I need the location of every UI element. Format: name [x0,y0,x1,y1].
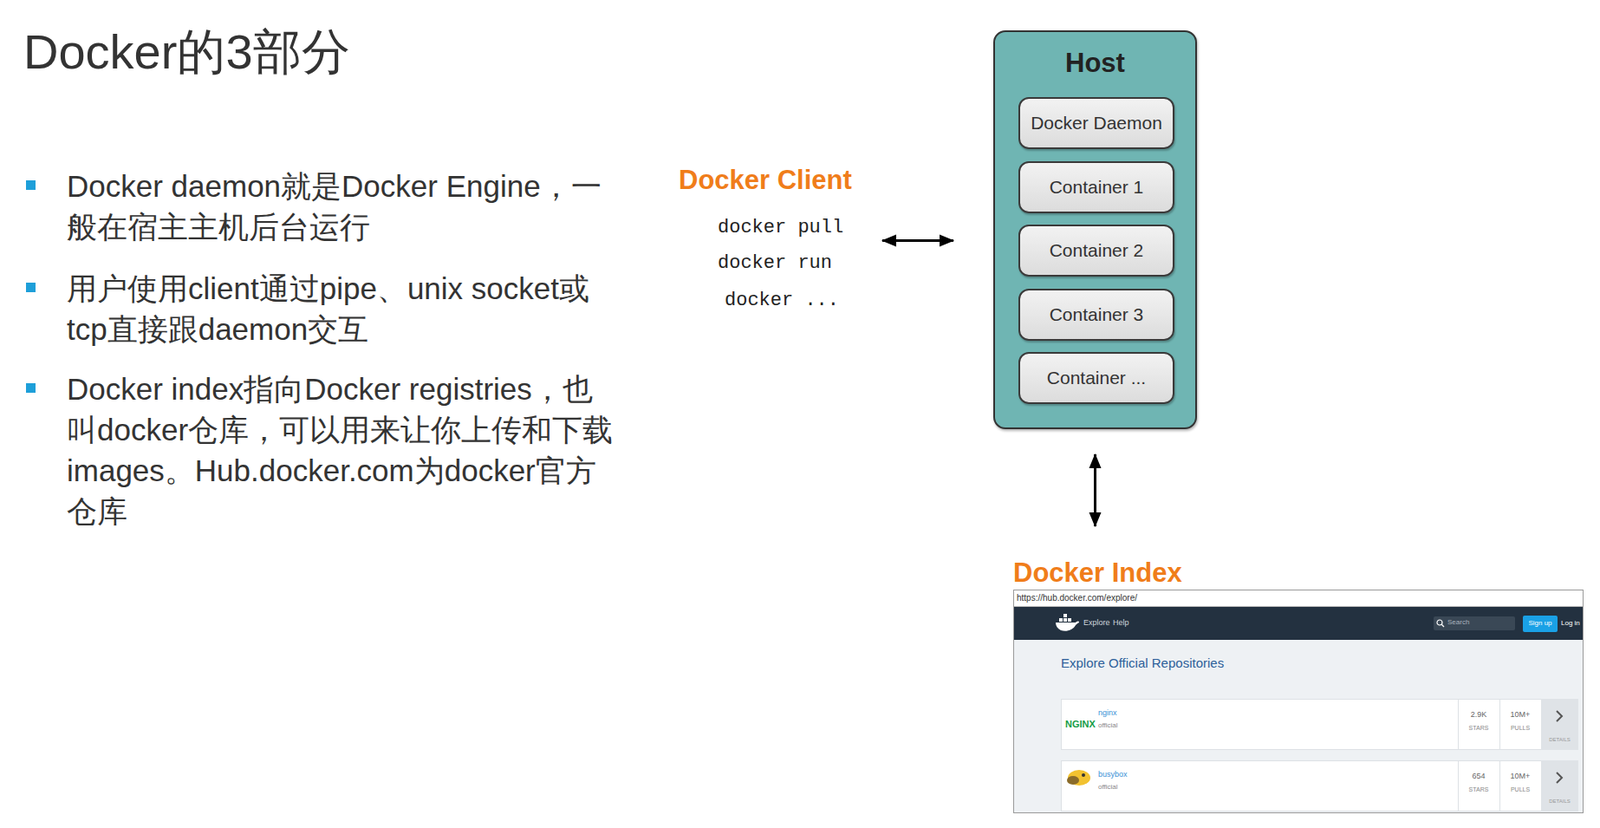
stat-value: 2.9K [1457,709,1500,719]
container-box: Container 3 [1018,288,1175,341]
card-divider [1499,760,1501,812]
repo-tag: official [1098,721,1119,729]
details-column [1541,760,1579,812]
container-box: Container ... [1018,351,1175,404]
node-label: Docker Daemon [1030,112,1163,134]
chevron-icon [1554,770,1564,785]
command-text: docker pull [717,216,844,239]
node-label: Container ... [1047,367,1146,389]
bullet-text: Docker index指向Docker registries，也叫docker… [66,368,622,532]
index-heading: Docker Index [1013,557,1183,589]
search-icon [1436,618,1445,628]
nav-link: Log in [1560,618,1581,627]
stat-caption: PULLS [1499,786,1542,794]
details-text: DETAILS [1541,736,1579,743]
nav-link: Explore [1083,617,1111,627]
details-text: DETAILS [1541,798,1579,805]
node-label: Container 3 [1049,304,1145,326]
details-column [1541,698,1579,750]
repo-name: nginx [1098,708,1118,717]
node-label: Container 1 [1049,176,1145,198]
page-heading: Explore Official Repositories [1060,655,1224,670]
container-box: Container 1 [1018,161,1175,214]
repo-logo-text: NGINX [1065,718,1096,730]
nav-link: Help [1112,617,1130,627]
node-label: Container 2 [1049,240,1145,261]
command-text: docker run [717,252,833,274]
container-box: Container 2 [1018,224,1175,277]
client-group: Docker Client docker pull docker run docker… [678,164,874,317]
stat-value: 10M+ [1499,709,1542,719]
repo-card [1060,760,1579,812]
busybox-logo [1064,766,1093,789]
stat-caption: STARS [1457,786,1500,794]
bullet-marker [26,180,36,190]
chevron-icon [1554,708,1564,723]
connector-arrow [882,239,954,242]
stat-value: 10M+ [1499,771,1542,781]
card-divider [1499,698,1501,750]
button-text: Sign up [1522,618,1558,627]
client-heading: Docker Client [678,164,853,196]
connector-arrow [1093,454,1097,527]
daemon-box: Docker Daemon [1018,97,1175,150]
card-divider [1457,698,1459,750]
host-heading: Host [995,47,1196,79]
card-divider [1457,760,1459,812]
command-text: docker ... [724,289,840,312]
bullet-text: 用户使用client通过pipe、unix socket或tcp直接跟daemo… [66,267,622,350]
search-box [1433,616,1516,631]
bullet-text: Docker daemon就是Docker Engine，一般在宿主主机后台运行 [66,165,622,248]
bullet-marker [26,282,36,293]
host-box: HostDocker DaemonContainer 1 Container 2 C… [993,30,1197,430]
repo-tag: official [1098,782,1119,791]
repo-card [1060,698,1579,750]
stat-caption: PULLS [1499,724,1542,732]
stat-caption: STARS [1457,724,1500,732]
docker-logo [1053,611,1080,634]
url-text: https://hub.docker.com/explore/ [1016,592,1138,604]
bullet-marker [26,383,36,393]
search-placeholder: Search [1447,617,1470,626]
repo-name: busybox [1098,769,1128,779]
slide-title: Docker的3部分 [23,22,351,81]
stat-value: 654 [1457,771,1500,781]
